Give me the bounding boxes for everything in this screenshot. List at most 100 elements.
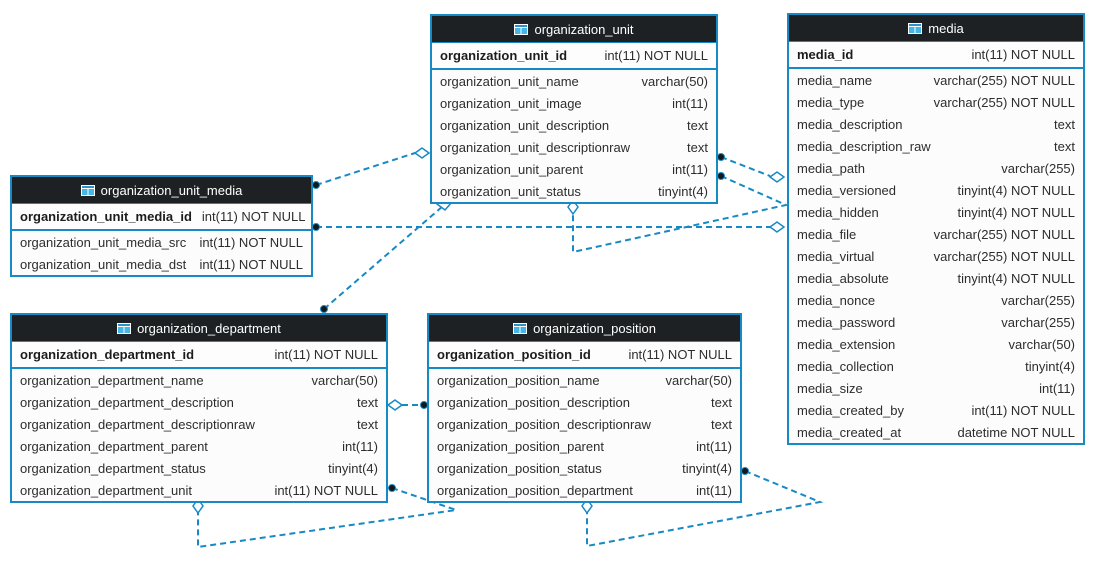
column-row[interactable]: organization_department_status tinyint(4) (12, 457, 386, 479)
column-name: organization_unit_media_id (20, 209, 192, 224)
column-name: organization_department_id (20, 347, 195, 362)
column-type: varchar(255) (1001, 314, 1075, 330)
pk-row[interactable]: media_id int(11) NOT NULL (789, 42, 1083, 69)
pk-row[interactable]: organization_unit_media_id int(11) NOT N… (12, 204, 311, 231)
column-name: media_type (797, 94, 865, 110)
column-type: tinyint(4) (328, 460, 378, 476)
table-icon (80, 184, 95, 196)
table-icon (513, 322, 528, 334)
column-row[interactable]: organization_department_unit int(11) NOT … (12, 479, 386, 501)
table-organization-department[interactable]: organization_department organization_dep… (10, 313, 388, 503)
column-type: varchar(255) (1001, 292, 1075, 308)
column-type: varchar(255) NOT NULL (933, 72, 1075, 88)
relationship-diamond-icon (768, 171, 786, 183)
column-row[interactable]: media_hidden tinyint(4) NOT NULL (789, 201, 1083, 223)
table-organization-position[interactable]: organization_position organization_posit… (427, 313, 742, 503)
column-type: varchar(50) (311, 372, 378, 388)
column-name: media_size (797, 380, 863, 396)
table-organization-unit-media[interactable]: organization_unit_media organization_uni… (10, 175, 313, 277)
pk-row[interactable]: organization_position_id int(11) NOT NUL… (429, 342, 740, 369)
table-header[interactable]: organization_department (12, 315, 386, 342)
table-title: organization_unit_media (100, 182, 243, 198)
column-name: organization_department_status (20, 460, 206, 476)
column-type: int(11) NOT NULL (274, 482, 378, 498)
column-type: varchar(255) (1001, 160, 1075, 176)
column-name: organization_position_descriptionraw (437, 416, 651, 432)
rel-department-unit-line[interactable] (323, 205, 444, 310)
table-header[interactable]: organization_unit (432, 16, 716, 43)
column-name: media_created_by (797, 402, 904, 418)
table-title: organization_unit (534, 21, 634, 37)
rel-unitmedia-unit-line[interactable] (315, 152, 416, 186)
column-type: int(11) NOT NULL (971, 47, 1075, 62)
column-type: int(11) NOT NULL (201, 209, 306, 224)
column-name: organization_position_parent (437, 438, 604, 454)
rel-unit-media-line[interactable] (720, 156, 771, 177)
column-type: tinyint(4) NOT NULL (957, 204, 1075, 220)
column-name: organization_department_parent (20, 438, 208, 454)
column-type: int(11) NOT NULL (628, 347, 732, 362)
column-name: organization_unit_id (440, 48, 568, 63)
pk-row[interactable]: organization_department_id int(11) NOT N… (12, 342, 386, 369)
table-header[interactable]: organization_unit_media (12, 177, 311, 204)
column-type: int(11) (1039, 380, 1075, 396)
column-name: organization_position_name (437, 372, 600, 388)
column-type: tinyint(4) (682, 460, 732, 476)
table-organization-unit[interactable]: organization_unit organization_unit_id i… (430, 14, 718, 204)
column-type: varchar(50) (1008, 336, 1075, 352)
relationship-dot-icon (312, 181, 320, 189)
column-name: organization_department_unit (20, 482, 193, 498)
column-name: media_hidden (797, 204, 879, 220)
column-type: tinyint(4) (658, 183, 708, 199)
column-row[interactable]: media_nonce varchar(255) (789, 289, 1083, 311)
column-name: media_nonce (797, 292, 876, 308)
column-name: organization_unit_media_dst (20, 256, 187, 272)
column-name: organization_department_descriptionraw (20, 416, 255, 432)
table-header[interactable]: organization_position (429, 315, 740, 342)
column-row[interactable]: media_size int(11) (789, 377, 1083, 399)
column-type: int(11) (672, 95, 708, 111)
column-name: organization_unit_media_src (20, 234, 187, 250)
column-name: organization_position_department (437, 482, 633, 498)
relationship-dot-icon (312, 223, 320, 231)
column-name: organization_unit_description (440, 117, 610, 133)
pk-row[interactable]: organization_unit_id int(11) NOT NULL (432, 43, 716, 70)
table-header[interactable]: media (789, 15, 1083, 42)
table-media[interactable]: media media_id int(11) NOT NULL media_na… (787, 13, 1085, 445)
